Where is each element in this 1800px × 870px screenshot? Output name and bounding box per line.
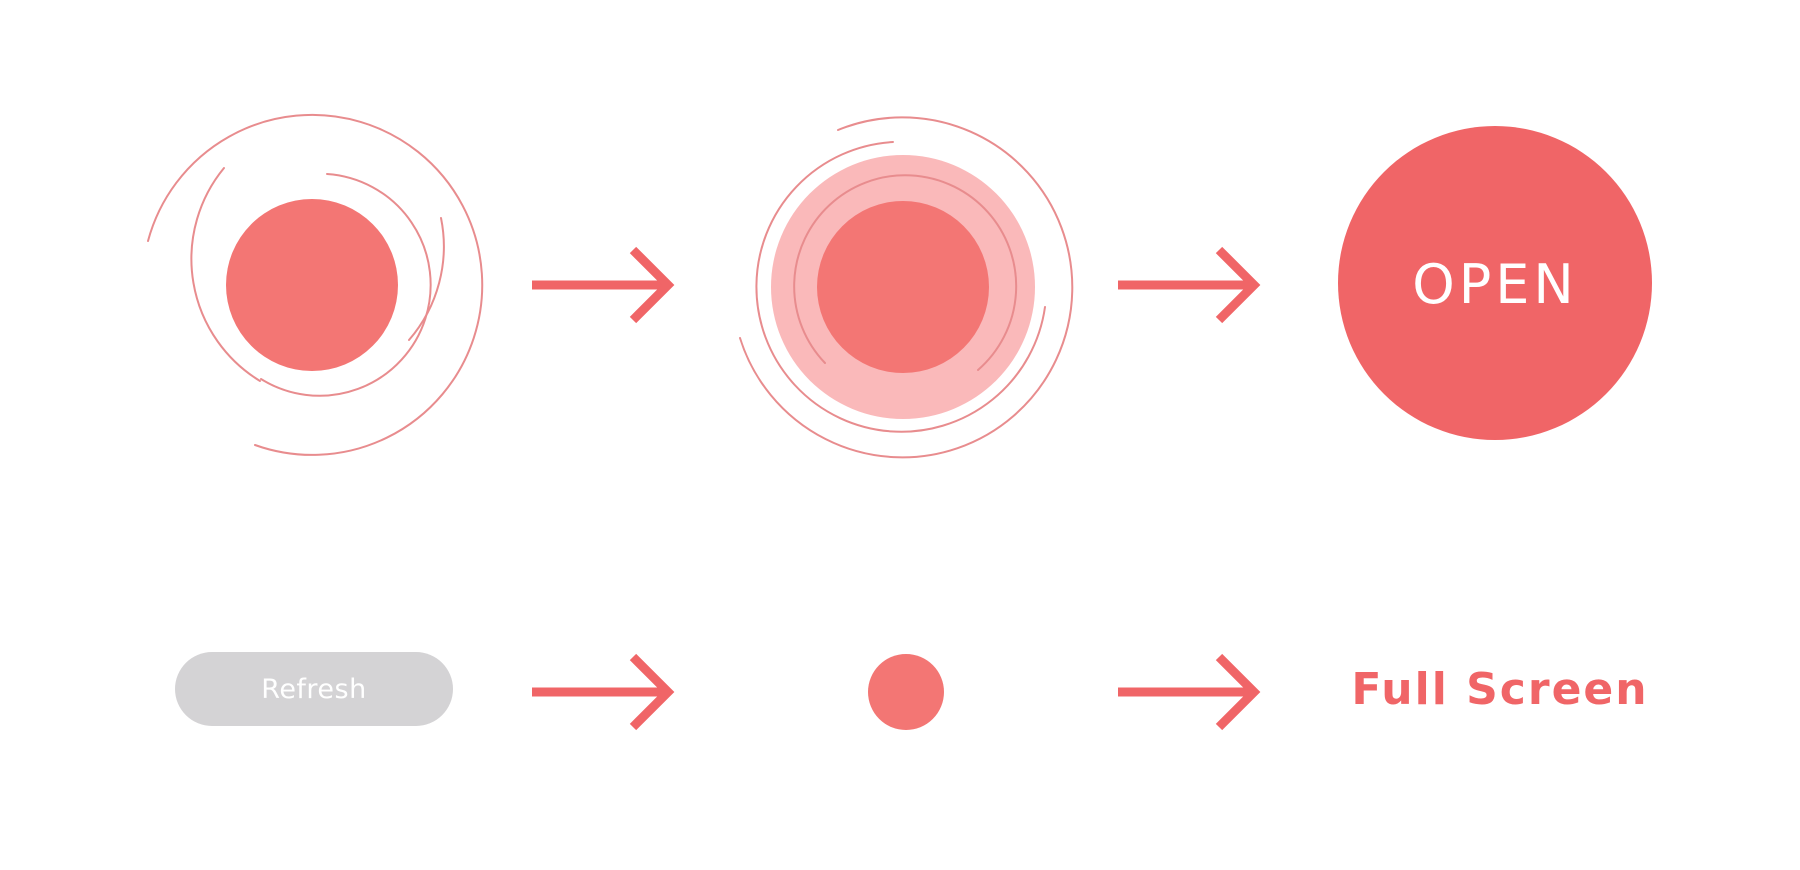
- arrow-right-icon: [1118, 246, 1261, 324]
- arrow-right-icon: [1118, 653, 1261, 731]
- dot-icon: [868, 654, 944, 730]
- swirl-pressed-core: [817, 201, 989, 373]
- refresh-button[interactable]: Refresh: [175, 652, 453, 726]
- full-screen-label: Full Screen: [1351, 664, 1649, 715]
- open-label: OPEN: [1412, 253, 1578, 316]
- open-circle-icon: [1338, 126, 1652, 440]
- swirl-pressed-icon: [739, 116, 1074, 459]
- arrow-right-icon: [532, 246, 675, 324]
- swirl-idle-icon: [147, 113, 484, 456]
- arrow-right-icon: [532, 653, 675, 731]
- swirl-idle-core: [226, 199, 398, 371]
